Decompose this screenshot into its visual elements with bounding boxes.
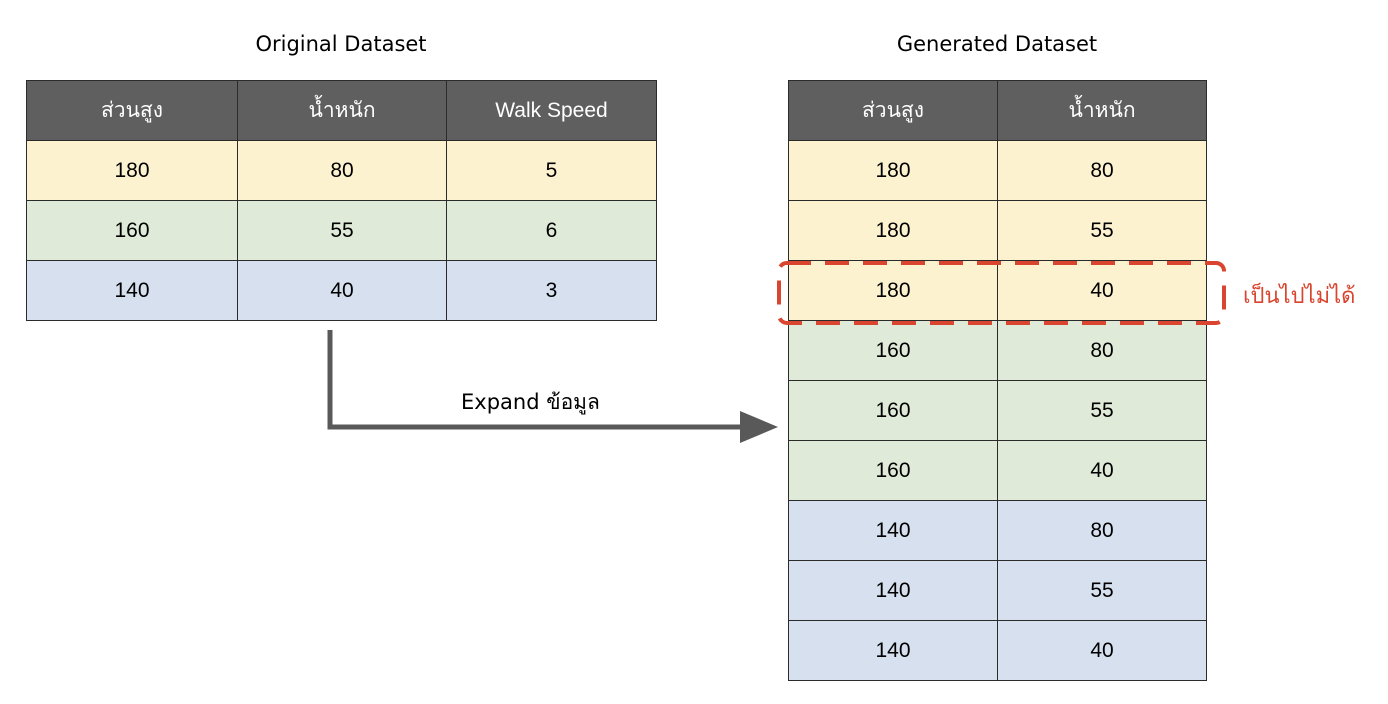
original-dataset-table: ส่วนสูง น้ำหนัก Walk Speed 180 80 5 160 … [26,80,657,321]
cell-height: 140 [26,260,238,321]
cell-height: 160 [26,200,238,261]
cell-height: 140 [788,500,998,561]
cell-weight: 55 [997,560,1207,621]
cell-height: 180 [788,260,998,321]
cell-walk-speed: 6 [446,200,657,261]
table-row: 180 80 5 [26,140,657,201]
impossible-label: เป็นไปไม่ได้ [1243,284,1356,309]
header-row: ส่วนสูง น้ำหนัก Walk Speed [26,80,657,141]
cell-weight: 55 [997,200,1207,261]
header-weight: น้ำหนัก [237,80,447,141]
impossible-row: 180 40 [788,260,1207,321]
header-walk-speed: Walk Speed [446,80,657,141]
cell-walk-speed: 3 [446,260,657,321]
cell-weight: 80 [997,500,1207,561]
table-row: 180 80 [788,140,1207,201]
generated-dataset-caption: Generated Dataset [896,32,1098,56]
table-row: 140 40 [788,620,1207,681]
header-row: ส่วนสูง น้ำหนัก [788,80,1207,141]
table-row: 180 55 [788,200,1207,261]
cell-weight: 80 [237,140,447,201]
header-weight: น้ำหนัก [997,80,1207,141]
cell-weight: 55 [237,200,447,261]
table-row: 140 80 [788,500,1207,561]
header-height: ส่วนสูง [788,80,998,141]
table-row: 160 40 [788,440,1207,501]
header-height: ส่วนสูง [26,80,238,141]
cell-weight: 40 [997,440,1207,501]
cell-height: 160 [788,380,998,441]
cell-height: 180 [788,140,998,201]
table-row: 160 55 6 [26,200,657,261]
generated-dataset-table: ส่วนสูง น้ำหนัก 180 80 180 55 180 40 160… [788,80,1207,681]
table-row: 140 55 [788,560,1207,621]
cell-height: 140 [788,620,998,681]
cell-weight: 40 [997,620,1207,681]
cell-weight: 40 [237,260,447,321]
table-row: 160 55 [788,380,1207,441]
original-dataset-caption: Original Dataset [255,32,427,56]
cell-weight: 80 [997,140,1207,201]
cell-weight: 80 [997,320,1207,381]
table-row: 160 80 [788,320,1207,381]
cell-walk-speed: 5 [446,140,657,201]
cell-weight: 40 [997,260,1207,321]
cell-weight: 55 [997,380,1207,441]
expand-arrow-label: Expand ข้อมูล [461,390,600,414]
cell-height: 180 [26,140,238,201]
table-row: 140 40 3 [26,260,657,321]
cell-height: 160 [788,320,998,381]
cell-height: 160 [788,440,998,501]
cell-height: 140 [788,560,998,621]
expand-arrow-head [740,411,778,443]
cell-height: 180 [788,200,998,261]
